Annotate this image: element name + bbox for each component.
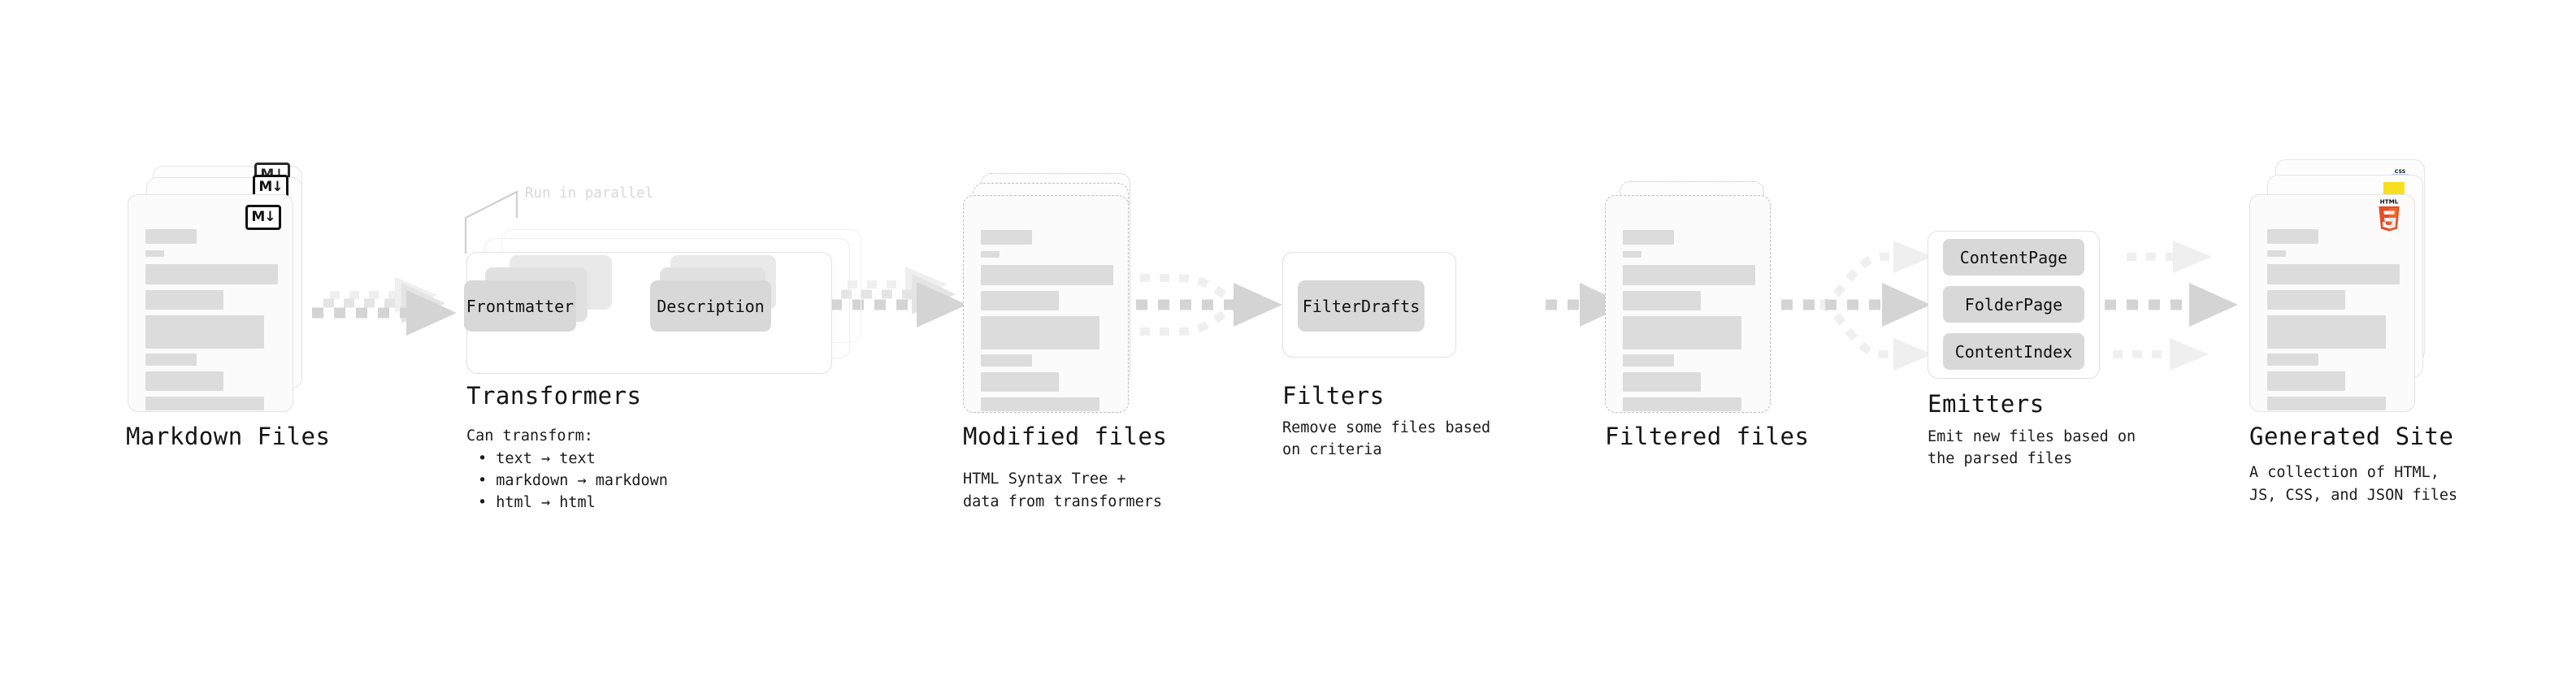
transformer-chip-description[interactable]: Description [650, 280, 771, 332]
transformers-bullet-0: • text → text [478, 450, 596, 467]
modified-card-front[interactable] [963, 195, 1129, 413]
stage-title-transformers: Transformers [466, 382, 642, 410]
skeleton-bar [1623, 316, 1741, 349]
skeleton-bar [1623, 265, 1755, 285]
skeleton-bar [2267, 354, 2318, 366]
html5-icon: HTML [2375, 197, 2403, 233]
arrow-modified-to-filters [1136, 274, 1282, 336]
emitter-chip-folderpage[interactable]: FolderPage [1943, 286, 2084, 323]
skeleton-bar [145, 229, 197, 244]
skeleton-bar [145, 264, 278, 284]
svg-text:HTML: HTML [2380, 198, 2399, 206]
skeleton-bar [981, 265, 1113, 285]
arrow-emitters-to-site [2105, 241, 2238, 371]
stage-title-modified-files: Modified files [963, 423, 1168, 450]
svg-text:CSS: CSS [2395, 169, 2406, 175]
skeleton-bar [1623, 251, 1641, 258]
skeleton-bar [1623, 230, 1674, 245]
stage-title-generated-site: Generated Site [2249, 423, 2454, 450]
modified-files-subtitle-0: HTML Syntax Tree + [963, 471, 1126, 488]
transformer-chip-frontmatter[interactable]: Frontmatter [464, 280, 576, 332]
stage-title-filters: Filters [1282, 382, 1385, 410]
transformers-bullet-1: • markdown → markdown [478, 472, 668, 489]
skeleton-bar [145, 290, 223, 310]
transformers-bullet-2: • html → html [478, 494, 596, 511]
arrow-filtered-to-emitters [1781, 241, 1932, 371]
html5-icon-svg: HTML [2379, 198, 2400, 232]
emitters-subtitle-1: the parsed files [1928, 450, 2073, 467]
skeleton-bar [2267, 315, 2386, 349]
transformers-subtitle: Can transform: [466, 427, 593, 445]
skeleton-bar [981, 316, 1099, 349]
skeleton-bar [2267, 397, 2386, 410]
skeleton-bar [145, 250, 164, 257]
skeleton-bar [981, 251, 1000, 258]
skeleton-bar [2267, 290, 2345, 310]
filters-subtitle-1: on criteria [1282, 441, 1382, 458]
skeleton-bar [145, 371, 223, 391]
generated-site-subtitle-0: A collection of HTML, [2249, 464, 2439, 481]
filters-subtitle-0: Remove some files based [1282, 419, 1491, 436]
modified-files-subtitle-1: data from transformers [963, 493, 1163, 510]
skeleton-bar [981, 291, 1059, 310]
skeleton-bar [2267, 264, 2400, 284]
generated-site-subtitle-1: JS, CSS, and JSON files [2249, 487, 2458, 504]
markdown-card-front[interactable]: M↓ [128, 194, 293, 412]
stage-title-filtered-files: Filtered files [1605, 423, 1810, 450]
generated-card-front[interactable]: HTML [2249, 194, 2415, 412]
filtered-card-front[interactable] [1605, 195, 1771, 413]
stage-title-emitters: Emitters [1928, 390, 2045, 418]
run-in-parallel-label: Run in parallel [525, 185, 654, 202]
skeleton-bar [981, 397, 1099, 411]
arrow-markdown-to-transformers [312, 277, 457, 336]
skeleton-bar [981, 354, 1032, 367]
emitter-chip-contentindex[interactable]: ContentIndex [1943, 333, 2084, 370]
emitter-chip-contentpage[interactable]: ContentPage [1943, 239, 2084, 275]
skeleton-bar [2267, 229, 2318, 244]
emitters-subtitle-0: Emit new files based on [1928, 428, 2136, 445]
skeleton-bar [1623, 354, 1674, 367]
skeleton-bar [981, 372, 1059, 392]
stage-title-markdown-files: Markdown Files [126, 423, 331, 450]
markdown-icon: M↓ [245, 205, 281, 230]
skeleton-bar [145, 354, 197, 366]
skeleton-bar [981, 230, 1032, 245]
skeleton-bar [1623, 397, 1741, 411]
skeleton-bar [1623, 291, 1701, 310]
skeleton-bar [2267, 250, 2286, 257]
skeleton-bar [2267, 371, 2345, 391]
skeleton-bar [1623, 372, 1701, 392]
skeleton-bar [145, 315, 264, 349]
skeleton-bar [145, 397, 264, 410]
filter-chip-filterdrafts[interactable]: FilterDrafts [1298, 280, 1425, 332]
